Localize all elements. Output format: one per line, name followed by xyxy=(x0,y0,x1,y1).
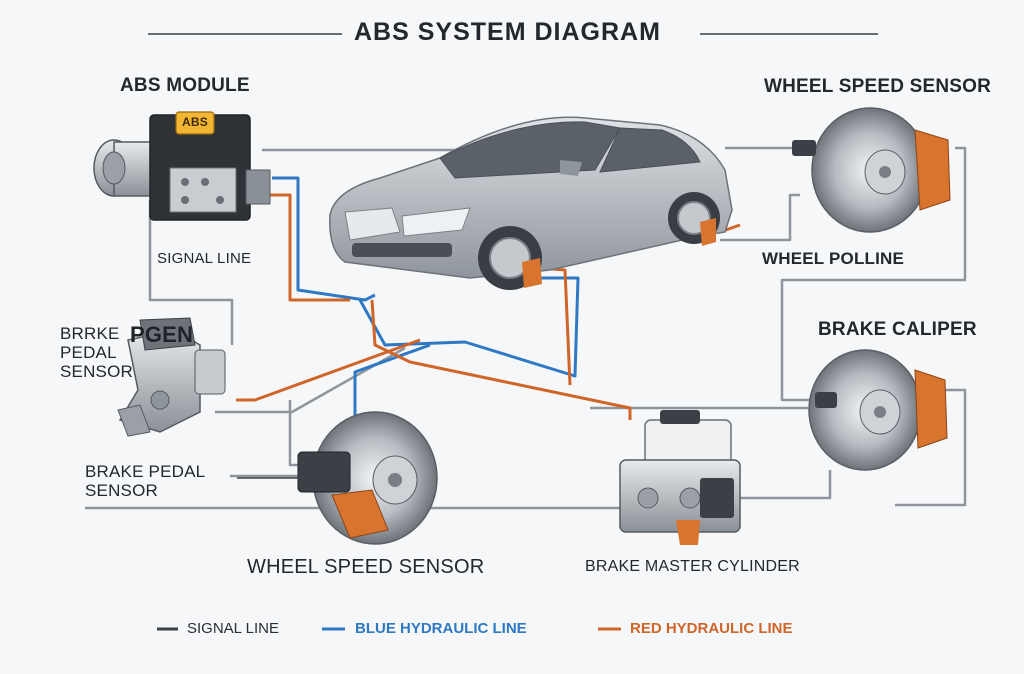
abs-badge-label: ABS xyxy=(182,115,208,129)
legend-red-label: RED HYDRAULIC LINE xyxy=(630,620,793,637)
brake-pedal-sensor-illustration xyxy=(117,317,226,437)
legend-signal-label: SIGNAL LINE xyxy=(187,620,279,637)
abs-badge xyxy=(175,111,215,135)
label-abs-module: ABS MODULE xyxy=(120,75,250,96)
car-illustration xyxy=(329,116,733,290)
blue-hydraulic-lines xyxy=(272,176,580,430)
label-wheel-speed-sensor-top: WHEEL SPEED SENSOR xyxy=(764,76,992,97)
signal-lines xyxy=(85,146,967,510)
legend-blue-label: BLUE HYDRAULIC LINE xyxy=(355,620,527,637)
wheel-disc-right-caliper xyxy=(808,349,948,471)
wheel-disc-top-right xyxy=(792,107,951,233)
label-brake-master-cylinder: BRAKE MASTER CYLINDER xyxy=(585,558,800,575)
pedal-overlay-text: PGEN xyxy=(130,322,194,347)
label-signal-line: SIGNAL LINE xyxy=(157,250,252,267)
brake-master-cylinder-illustration xyxy=(619,410,741,545)
label-wheel-speed-sensor-bottom: WHEEL SPEED SENSOR xyxy=(247,556,485,578)
abs-module-illustration xyxy=(93,111,271,221)
label-brake-pedal-sensor-top: BRRKE PEDAL SENSOR xyxy=(60,324,133,381)
label-wheel-polline: WHEEL POLLINE xyxy=(762,249,905,268)
wheel-disc-bottom-left xyxy=(297,411,438,545)
label-brake-pedal-sensor: BRAKE PEDAL SENSOR xyxy=(85,462,206,500)
label-brake-caliper: BRAKE CALIPER xyxy=(818,319,977,340)
diagram-title: ABS SYSTEM DIAGRAM xyxy=(354,18,661,46)
